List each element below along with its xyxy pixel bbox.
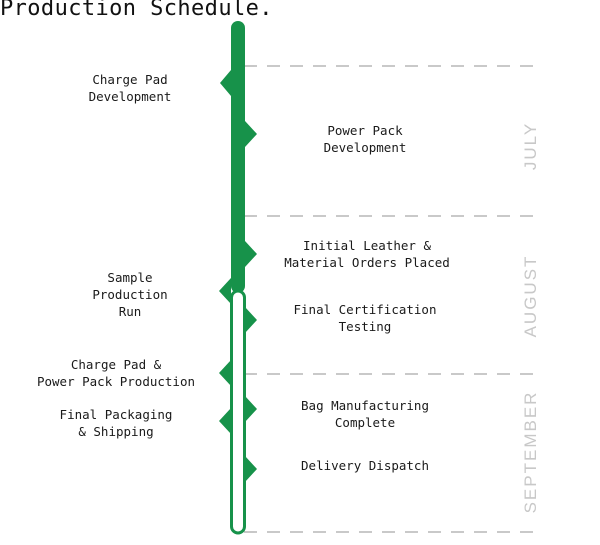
milestone-label-initial-leather-orders: Initial Leather & Material Orders Placed (284, 238, 450, 270)
month-label-september: SEPTEMBER (521, 391, 540, 514)
milestone-label-final-certification-testing: Final Certification Testing (293, 302, 437, 334)
milestone-label-charge-pad-power-pack-production: Charge Pad & Power Pack Production (36, 357, 196, 389)
milestone-label-charge-pad-development: Charge Pad Development (88, 72, 172, 104)
milestone-label-delivery-dispatch: Delivery Dispatch (301, 458, 429, 473)
timeline-remaining-bar (230, 289, 246, 535)
milestone-marker-initial-leather-orders (245, 241, 257, 267)
month-label-july: JULY (521, 122, 540, 170)
milestone-marker-charge-pad-power-pack-production (219, 360, 231, 386)
milestone-label-sample-production-run: Sample Production Run (92, 270, 168, 319)
milestone-marker-power-pack-development (245, 121, 257, 147)
page-title: Production Schedule. (0, 0, 273, 21)
milestone-marker-delivery-dispatch (245, 456, 257, 482)
month-label-august: AUGUST (521, 255, 540, 338)
milestone-marker-final-certification-testing (245, 307, 257, 333)
milestone-marker-final-packaging-shipping (219, 408, 231, 434)
milestone-marker-sample-production-run (219, 278, 231, 304)
milestone-marker-bag-manufacturing-complete (245, 396, 257, 422)
milestone-marker-charge-pad-development (220, 70, 231, 96)
milestone-label-final-packaging-shipping: Final Packaging & Shipping (59, 407, 173, 439)
milestone-label-power-pack-development: Power Pack Development (323, 123, 407, 155)
milestone-label-bag-manufacturing-complete: Bag Manufacturing Complete (301, 398, 429, 430)
